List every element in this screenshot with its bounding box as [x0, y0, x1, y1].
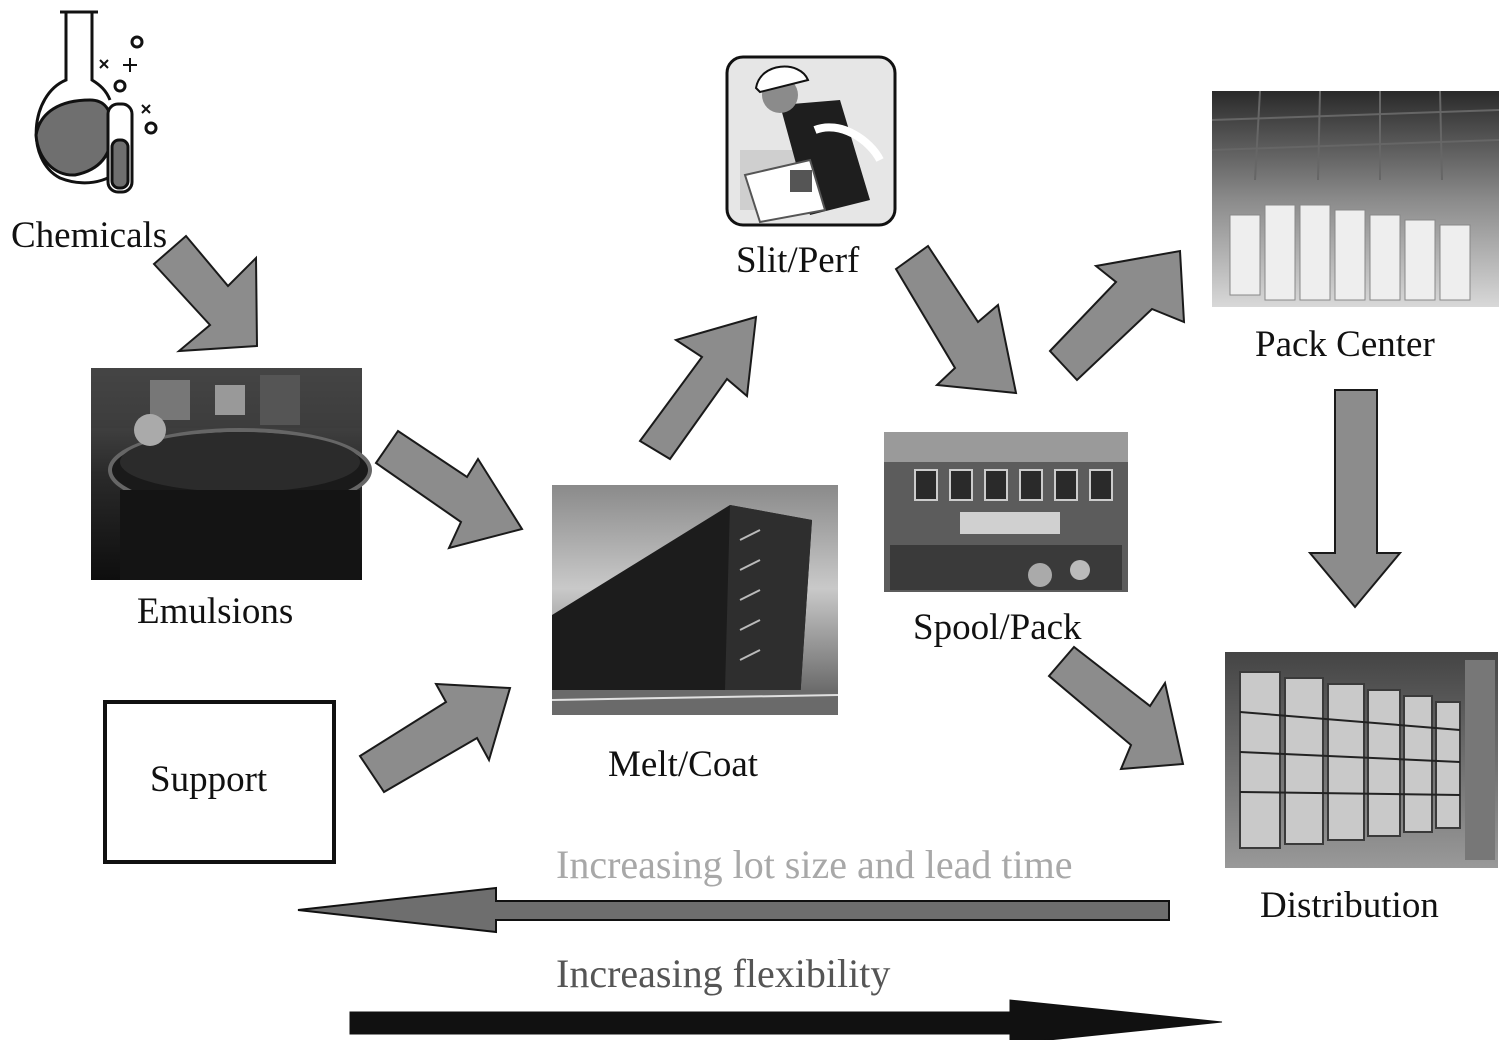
- label-slit-perf: Slit/Perf: [736, 240, 860, 281]
- pack-center-warehouse-photo: [1211, 90, 1499, 307]
- arrow-chemicals-to-emulsions: [152, 234, 259, 353]
- label-distribution: Distribution: [1260, 885, 1439, 926]
- lot-size-label: Increasing lot size and lead time: [556, 842, 1073, 887]
- flow-arrows: [152, 234, 1403, 794]
- label-support: Support: [150, 759, 268, 800]
- arrow-emulsions-to-meltcoat: [374, 429, 524, 550]
- label-emulsions: Emulsions: [137, 591, 294, 632]
- arrow-meltcoat-to-slitperf: [638, 315, 758, 461]
- distribution-warehouse-photo: [1225, 652, 1498, 868]
- arrow-spoolpack-to-packcenter: [1048, 249, 1186, 382]
- spool-machinery-photo: [884, 432, 1128, 592]
- arrow-slitperf-to-spoolpack: [894, 244, 1018, 395]
- label-melt-coat: Melt/Coat: [608, 744, 759, 785]
- arrow-support-to-meltcoat: [358, 682, 512, 794]
- emulsions-factory-photo: [91, 368, 372, 580]
- arrow-packcenter-to-distribution: [1307, 389, 1403, 609]
- arrow-spoolpack-to-distribution: [1047, 645, 1185, 771]
- worker-icon: [725, 55, 897, 227]
- flexibility-arrow: [349, 999, 1223, 1040]
- label-chemicals: Chemicals: [11, 215, 168, 256]
- label-pack-center: Pack Center: [1255, 324, 1435, 365]
- flexibility-label: Increasing flexibility: [556, 951, 891, 996]
- support-box: [103, 700, 336, 864]
- flask-icon: [34, 10, 158, 194]
- coating-building-photo: [551, 485, 839, 715]
- label-spool-pack: Spool/Pack: [913, 607, 1082, 648]
- lot-size-arrow: [297, 886, 1170, 934]
